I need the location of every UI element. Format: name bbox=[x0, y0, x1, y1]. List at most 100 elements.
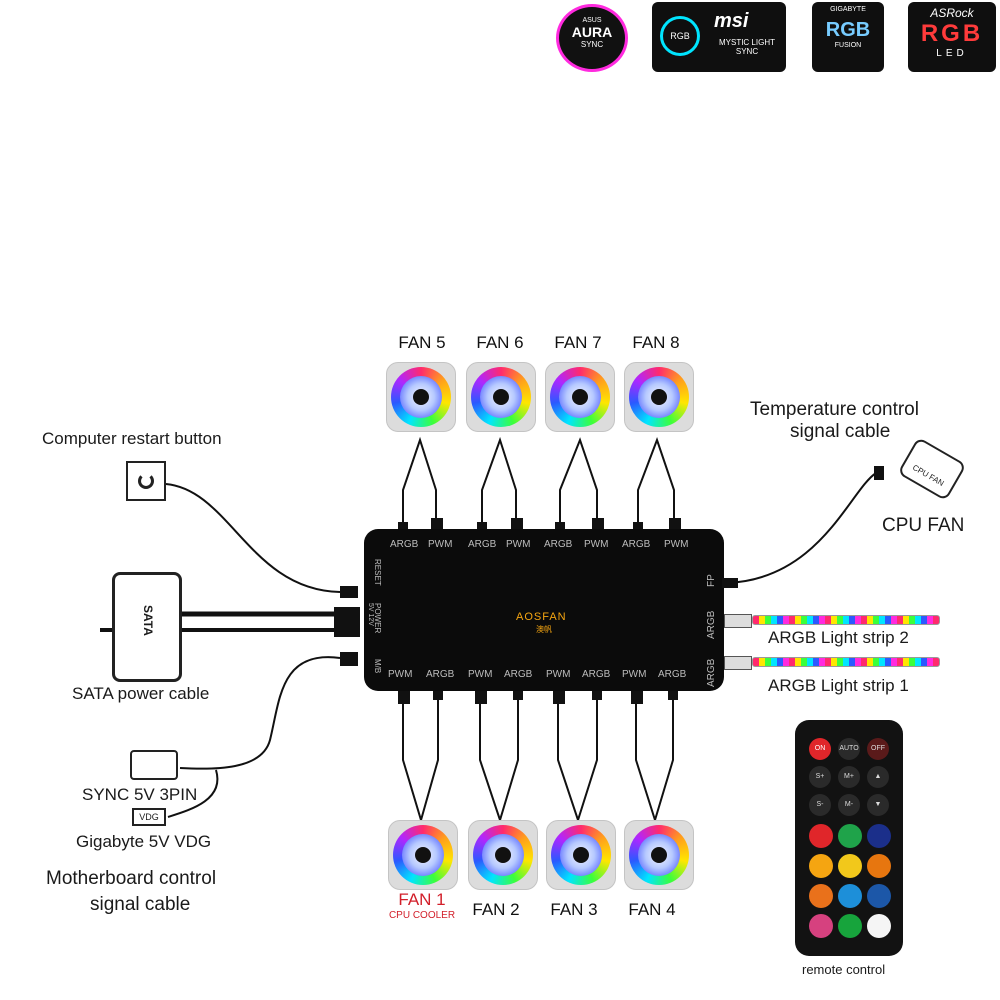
remote-control: ON AUTO OFF S+ M+ ▲ S- M- ▼ bbox=[795, 720, 903, 956]
asrock-rgb-led-logo: ASRock RGB LED bbox=[908, 2, 996, 72]
top-connector bbox=[477, 522, 487, 532]
remote-color-button[interactable] bbox=[867, 884, 891, 908]
bottom-connector bbox=[398, 690, 410, 704]
remote-color-button[interactable] bbox=[838, 854, 862, 878]
remote-color-button[interactable] bbox=[838, 914, 862, 938]
bottom-port-label: PWM bbox=[468, 669, 493, 680]
fan8-label: FAN 8 bbox=[632, 333, 680, 352]
argb-strip2-label: ARGB Light strip 2 bbox=[768, 628, 909, 647]
remote-color-button[interactable] bbox=[809, 854, 833, 878]
hub-logo: AOSFAN bbox=[516, 611, 567, 623]
remote-color-button[interactable] bbox=[838, 824, 862, 848]
remote-mode-up-button[interactable]: M+ bbox=[838, 766, 860, 788]
fan3-label: FAN 3 bbox=[550, 900, 598, 919]
sata-plug: SATA bbox=[112, 572, 182, 682]
sync-3pin-label: SYNC 5V 3PIN bbox=[82, 785, 198, 804]
fan5-icon bbox=[386, 362, 456, 432]
logo-text: msi bbox=[714, 10, 749, 32]
remote-on-button[interactable]: ON bbox=[809, 738, 831, 760]
vdg-plug-label: VDG bbox=[139, 812, 159, 822]
remote-brightness-up-button[interactable]: ▲ bbox=[867, 766, 889, 788]
remote-color-button[interactable] bbox=[809, 884, 833, 908]
gigabyte-vdg-label: Gigabyte 5V VDG bbox=[76, 832, 212, 851]
bottom-connector bbox=[475, 690, 487, 704]
remote-off-button[interactable]: OFF bbox=[867, 738, 889, 760]
bottom-port-label: PWM bbox=[622, 669, 647, 680]
left-port-label: M/B bbox=[373, 659, 382, 674]
remote-brightness-down-button[interactable]: ▼ bbox=[867, 794, 889, 816]
remote-color-button[interactable] bbox=[809, 914, 833, 938]
restart-icon bbox=[138, 473, 154, 489]
logo-text: AURA bbox=[571, 24, 613, 40]
fp-connector bbox=[722, 578, 738, 588]
fan5-label: FAN 5 bbox=[398, 333, 446, 352]
mb-connector bbox=[340, 652, 358, 666]
right-port-label: FP bbox=[706, 574, 717, 587]
top-connector bbox=[555, 522, 565, 532]
bottom-connector bbox=[592, 690, 602, 700]
left-port-label: 5V 12V bbox=[367, 603, 374, 626]
argb-strip1-label: ARGB Light strip 1 bbox=[768, 676, 909, 695]
bottom-port-label: ARGB bbox=[658, 669, 687, 680]
fan7-label: FAN 7 bbox=[554, 333, 602, 352]
top-port-label: PWM bbox=[428, 539, 453, 550]
fan4-label: FAN 4 bbox=[628, 900, 676, 919]
bottom-port-label: PWM bbox=[388, 669, 413, 680]
bottom-port-label: ARGB bbox=[504, 669, 533, 680]
logo-text: MYSTIC LIGHT SYNC bbox=[718, 38, 775, 56]
fan-hub-controller: ARGB PWM ARGB PWM ARGB PWM ARGB PWM PWM … bbox=[364, 529, 724, 691]
logo-text: ASRock bbox=[930, 6, 974, 20]
logo-text: FUSION bbox=[834, 42, 862, 49]
remote-color-button[interactable] bbox=[867, 854, 891, 878]
bottom-port-label: ARGB bbox=[426, 669, 455, 680]
bottom-connector bbox=[631, 690, 643, 704]
remote-mode-down-button[interactable]: M- bbox=[838, 794, 860, 816]
remote-color-button[interactable] bbox=[867, 824, 891, 848]
left-port-label: POWER bbox=[373, 603, 382, 634]
sata-cable-label: SATA power cable bbox=[72, 684, 210, 703]
gigabyte-rgb-fusion-logo: GIGABYTE RGB FUSION bbox=[812, 2, 884, 72]
remote-color-button[interactable] bbox=[838, 884, 862, 908]
bottom-connector bbox=[668, 690, 678, 700]
reset-connector bbox=[340, 586, 358, 598]
bottom-connector bbox=[513, 690, 523, 700]
top-port-label: PWM bbox=[584, 539, 609, 550]
argb-strip1 bbox=[752, 657, 940, 667]
remote-speed-up-button[interactable]: S+ bbox=[809, 766, 831, 788]
fan2-label: FAN 2 bbox=[472, 900, 520, 919]
top-port-label: PWM bbox=[664, 539, 689, 550]
fan6-label: FAN 6 bbox=[476, 333, 524, 352]
hub-logo-sub: 澳帆 bbox=[536, 625, 552, 634]
top-port-label: ARGB bbox=[544, 539, 573, 550]
argb-strip2 bbox=[752, 615, 940, 625]
top-port-label: ARGB bbox=[468, 539, 497, 550]
logo-text: ASUS bbox=[582, 17, 602, 24]
remote-color-button[interactable] bbox=[867, 914, 891, 938]
fan4-icon bbox=[624, 820, 694, 890]
logo-text: RGB bbox=[670, 31, 690, 41]
top-connector bbox=[431, 518, 443, 532]
asus-aura-sync-logo: ASUS AURA SYNC bbox=[556, 4, 628, 72]
logo-text: SYNC bbox=[580, 40, 604, 49]
sync-3pin-plug bbox=[130, 750, 178, 780]
fan7-icon bbox=[545, 362, 615, 432]
remote-speed-down-button[interactable]: S- bbox=[809, 794, 831, 816]
top-connector bbox=[669, 518, 681, 532]
logo-text: RGB bbox=[825, 19, 871, 41]
logo-text: GIGABYTE bbox=[830, 6, 866, 13]
fan1-sublabel: CPU COOLER bbox=[388, 910, 456, 921]
mb-signal-label-line2: signal cable bbox=[90, 894, 191, 915]
bottom-port-label: PWM bbox=[546, 669, 571, 680]
temp-signal-label-line1: Temperature control bbox=[750, 399, 919, 420]
remote-color-button[interactable] bbox=[809, 824, 833, 848]
fan1-label: FAN 1 bbox=[398, 890, 446, 909]
cpu-fan-label: CPU FAN bbox=[882, 515, 965, 536]
restart-button-label: Computer restart button bbox=[42, 429, 222, 448]
remote-control-label: remote control bbox=[802, 962, 886, 977]
top-port-label: ARGB bbox=[622, 539, 651, 550]
fan2-icon bbox=[468, 820, 538, 890]
mb-signal-label-line1: Motherboard control bbox=[46, 868, 217, 889]
top-connector bbox=[592, 518, 604, 532]
remote-auto-button[interactable]: AUTO bbox=[838, 738, 860, 760]
top-connector bbox=[633, 522, 643, 532]
